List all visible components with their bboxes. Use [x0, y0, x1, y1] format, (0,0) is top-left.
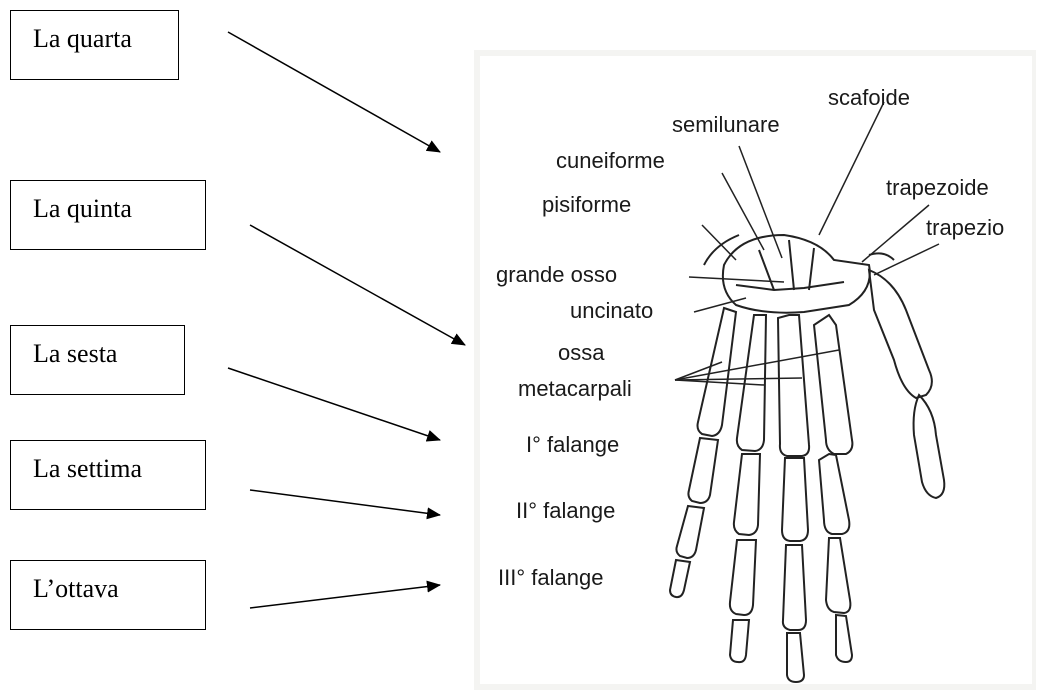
label-falange-2: II° falange: [516, 498, 615, 523]
label-box-text: La settima: [33, 454, 142, 496]
arrow-settima: [250, 490, 440, 515]
label-cuneiforme: cuneiforme: [556, 148, 665, 173]
label-scafoide: scafoide: [828, 85, 910, 110]
label-box-text: L’ottava: [33, 574, 119, 616]
arrow-quinta: [250, 225, 465, 345]
label-metacarpali: metacarpali: [518, 376, 632, 401]
arrow-sesta: [228, 368, 440, 440]
label-box-settima: La settima: [10, 440, 206, 510]
label-uncinato: uncinato: [570, 298, 653, 323]
label-box-text: La quarta: [33, 24, 132, 66]
label-box-text: La quinta: [33, 194, 132, 236]
label-trapezio: trapezio: [926, 215, 1004, 240]
label-box-sesta: La sesta: [10, 325, 185, 395]
label-grande-osso: grande osso: [496, 262, 617, 287]
label-trapezoide: trapezoide: [886, 175, 989, 200]
label-falange-3: III° falange: [498, 565, 603, 590]
hand-skeleton-figure: scafoide semilunare cuneiforme pisiforme…: [474, 50, 1036, 690]
label-semilunare: semilunare: [672, 112, 780, 137]
label-box-quarta: La quarta: [10, 10, 179, 80]
arrow-ottava: [250, 585, 440, 608]
label-box-quinta: La quinta: [10, 180, 206, 250]
label-falange-1: I° falange: [526, 432, 619, 457]
label-box-ottava: L’ottava: [10, 560, 206, 630]
label-box-text: La sesta: [33, 339, 117, 381]
label-pisiforme: pisiforme: [542, 192, 631, 217]
label-ossa: ossa: [558, 340, 605, 365]
arrow-quarta: [228, 32, 440, 152]
